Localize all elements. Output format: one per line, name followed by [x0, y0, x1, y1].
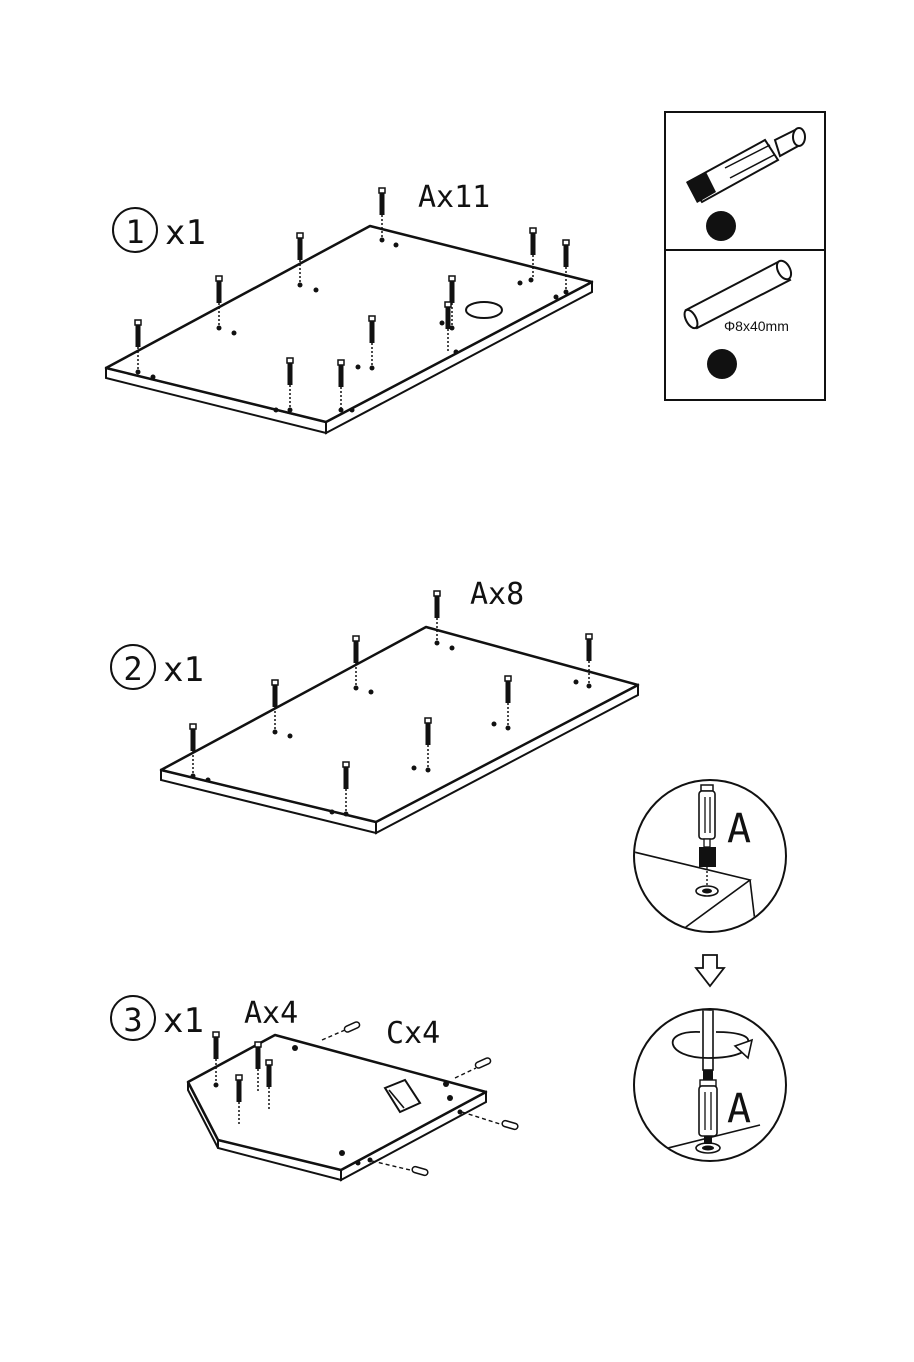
step-3-fastener-c: Cx4 — [386, 1016, 440, 1051]
step-3-dowel — [462, 1112, 519, 1130]
step-3-qty: x1 — [163, 1001, 204, 1041]
panel-3 — [188, 1021, 519, 1180]
down-arrow-icon — [696, 955, 724, 986]
step-2-fastener-a: Ax8 — [470, 577, 524, 612]
step-2: 2 x1 Ax8 — [111, 577, 638, 833]
detail-top: A — [634, 780, 786, 935]
step-1-fastener-a: Ax11 — [418, 180, 490, 215]
detail-bottom-label: A — [727, 1086, 751, 1132]
detail-bottom: A — [634, 1009, 786, 1161]
parts-box: Φ8x40mm — [665, 112, 825, 400]
step-3-fastener-a: Ax4 — [244, 996, 298, 1031]
step-3-dowel — [322, 1021, 361, 1040]
step-1-qty: x1 — [165, 213, 206, 253]
step-3-number: 3 — [123, 1001, 142, 1039]
step-3: 3 x1 Ax4 Cx4 — [111, 996, 519, 1180]
panel-1-cable-hole — [466, 302, 502, 318]
detail-top-label: A — [727, 806, 751, 852]
step-1-number: 1 — [125, 213, 144, 251]
step-3-dowel — [372, 1161, 429, 1176]
step-1: 1 x1 Ax11 — [106, 180, 592, 433]
step-3-dowel — [455, 1057, 492, 1078]
screwdriver-icon — [699, 785, 715, 847]
step-2-number: 2 — [123, 650, 142, 688]
step-2-qty: x1 — [163, 650, 204, 690]
panel-2 — [161, 591, 638, 833]
dowel-spec: Φ8x40mm — [724, 318, 789, 334]
